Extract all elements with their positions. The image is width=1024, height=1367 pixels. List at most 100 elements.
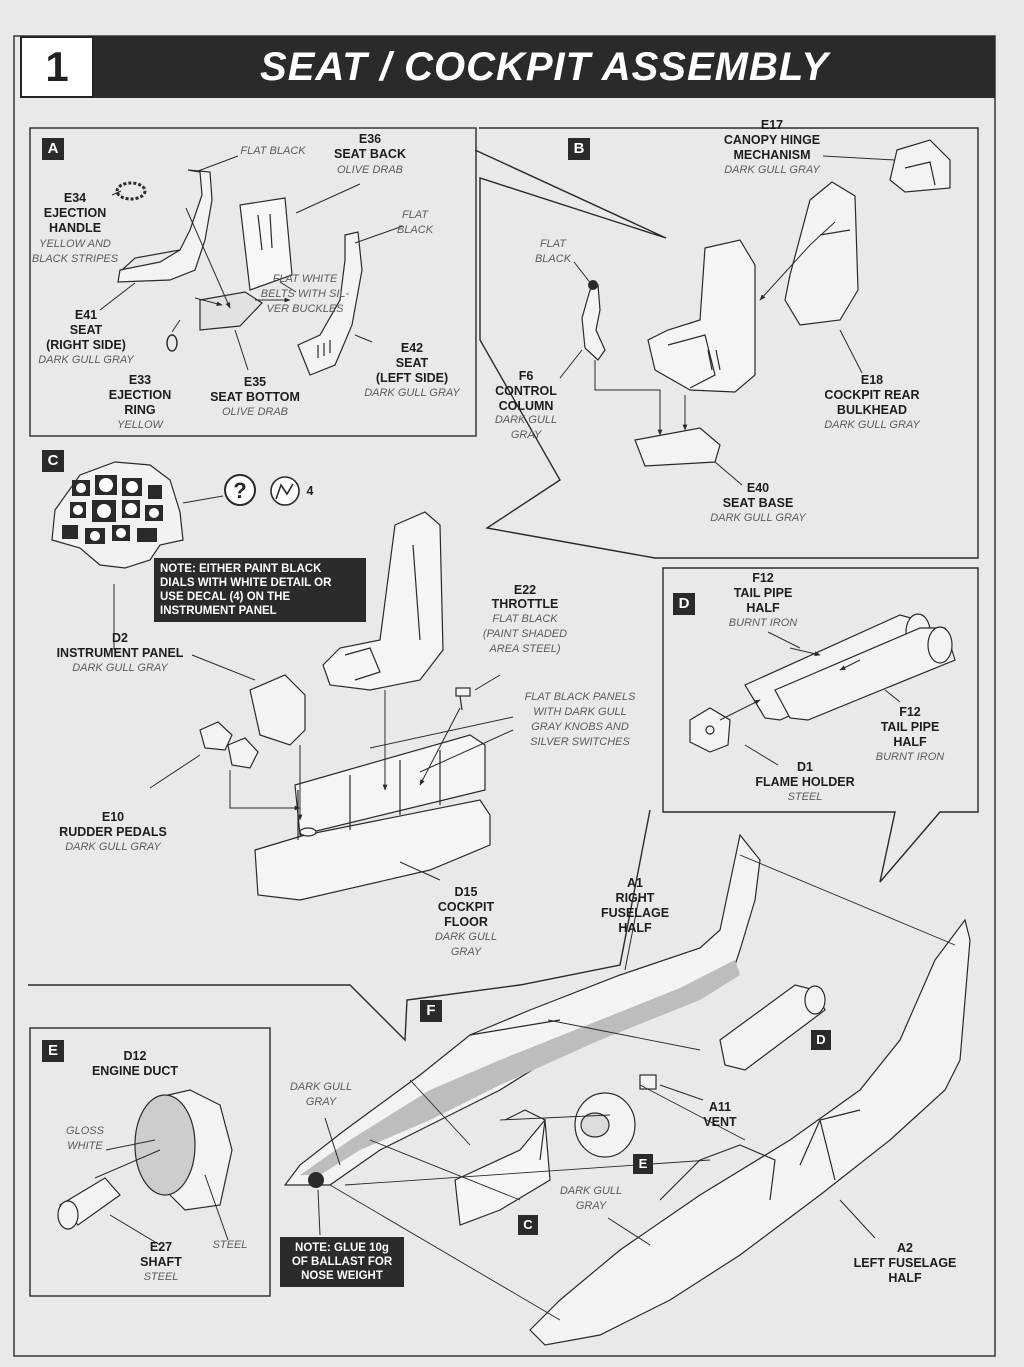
a11-part-name: VENT (703, 1115, 737, 1129)
e10-part-name: RUDDER PEDALS (59, 825, 167, 839)
e17-part-name: CANOPY HINGE MECHANISM (723, 133, 821, 162)
e18-part-name: COCKPIT REAR BULKHEAD (824, 388, 920, 417)
a11-part-id: A11 (708, 1100, 732, 1114)
section-a-badge: A (42, 138, 64, 160)
seat-right-side-drawing (117, 169, 213, 283)
e40-color: DARK GULL GRAY (710, 512, 806, 524)
e34-color: YELLOW AND BLACK STRIPES (31, 238, 119, 265)
box-f-callout (28, 809, 651, 1042)
a-flat-black-label: FLAT BLACK (240, 145, 306, 157)
e42-color: DARK GULL GRAY (364, 387, 460, 399)
f12b-color: BURNT IRON (875, 751, 945, 763)
throttle-drawing (455, 687, 471, 711)
engine-duct-installed-drawing (574, 1092, 636, 1158)
section-c-badge: C (42, 450, 64, 472)
f12a-part-name: TAIL PIPE HALF (733, 586, 793, 615)
fuselage-interior-gray (300, 960, 740, 1175)
section-b-badge: B (568, 138, 590, 160)
section-f-badge: F (420, 1000, 442, 1022)
e10-color: DARK GULL GRAY (65, 841, 161, 853)
d2-color: DARK GULL GRAY (72, 662, 168, 674)
callout-e-badge: E (633, 1154, 653, 1174)
tail-pipe-lower-drawing (774, 626, 956, 721)
seat-bottom-drawing (199, 291, 263, 331)
e34-part-name: EJECTION HANDLE (43, 206, 107, 235)
panels-color-label: FLAT BLACK PANELS WITH DARK GULL GRAY KN… (524, 691, 636, 748)
e27-part-id: E27 (149, 1240, 173, 1254)
e33-part-name: EJECTION RING (108, 388, 172, 417)
instrument-panel-note: NOTE: EITHER PAINT BLACK DIALS WITH WHIT… (154, 558, 366, 622)
e-steel-label: STEEL (212, 1239, 248, 1251)
rear-bulkhead-drawing (784, 181, 859, 326)
e41-part-name: SEAT (RIGHT SIDE) (46, 323, 126, 352)
d2-part-id: D2 (112, 631, 128, 645)
seat-assembled-f-drawing (454, 1109, 551, 1226)
e35-color: OLIVE DRAB (221, 406, 289, 418)
box-e-frame (29, 1027, 271, 1297)
question-mark-glyph: ? (233, 478, 246, 503)
e41-part-id: E41 (74, 308, 98, 322)
d1-part-id: D1 (797, 760, 813, 774)
e42-part-name: SEAT (LEFT SIDE) (375, 356, 449, 385)
f-dgg2-label: DARK GULL GRAY (559, 1185, 623, 1212)
e34-part-id: E34 (63, 191, 87, 205)
step-number: 1 (20, 36, 94, 98)
f6-part-name: CONTROL COLUMN (495, 384, 557, 413)
seat-back-drawing (239, 197, 293, 291)
a-flat-black2-label: FLAT BLACK (396, 209, 434, 236)
b-flat-black-label: FLAT BLACK (534, 238, 572, 265)
box-d-frame (662, 567, 979, 883)
section-d-badge: D (673, 593, 695, 615)
e35-part-id: E35 (243, 375, 267, 389)
shaft-drawing (57, 1177, 121, 1230)
d15-part-id: D15 (454, 885, 478, 899)
callout-d-badge: D (811, 1030, 831, 1050)
f12a-part-id: F12 (752, 571, 774, 585)
seat-left-side-drawing (297, 231, 363, 376)
step-title: SEAT / COCKPIT ASSEMBLY (260, 45, 829, 89)
e42-part-id: E42 (400, 341, 424, 355)
e17-part-id: E17 (760, 118, 784, 132)
canopy-hinge-drawing (889, 139, 951, 193)
box-a-frame (29, 127, 477, 437)
f12b-part-id: F12 (899, 705, 921, 719)
rudder-pedals-drawing (199, 721, 259, 769)
page-border (13, 35, 996, 1357)
control-column-drawing (581, 283, 606, 361)
e41-color: DARK GULL GRAY (38, 354, 134, 366)
nose-ballast-dot (308, 1172, 324, 1188)
cockpit-floor-drawing (254, 734, 491, 901)
d1-color: STEEL (787, 791, 823, 803)
d2-part-name: INSTRUMENT PANEL (56, 646, 184, 660)
d15-color: DARK GULL GRAY (434, 931, 498, 958)
tail-pipe-installed-drawing (719, 984, 826, 1071)
f6-color: DARK GULL GRAY (494, 414, 558, 441)
d15-part-name: COCKPIT FLOOR (437, 900, 495, 929)
seat-assembled-c-drawing (322, 511, 444, 691)
e40-part-id: E40 (746, 481, 770, 495)
e33-color: YELLOW (117, 419, 163, 431)
vent-drawing (639, 1074, 657, 1090)
e22-color: FLAT BLACK (PAINT SHADED AREA STEEL) (482, 613, 568, 655)
d1-part-name: FLAME HOLDER (755, 775, 855, 789)
e33-part-id: E33 (128, 373, 152, 387)
f6-part-id: F6 (518, 369, 534, 383)
e22-part-name: THROTTLE (491, 597, 559, 611)
f12a-color: BURNT IRON (728, 617, 798, 629)
e18-part-id: E18 (860, 373, 884, 387)
e17-color: DARK GULL GRAY (724, 164, 820, 176)
d12-part-id: D12 (123, 1049, 147, 1063)
right-fuselage-half-drawing (283, 833, 761, 1186)
e36-part-id: E36 (358, 132, 382, 146)
e36-part-name: SEAT BACK (334, 147, 406, 161)
header-bar (94, 36, 995, 98)
box-b-frame (474, 127, 979, 559)
seat-base-drawing (634, 427, 721, 467)
section-e-badge: E (42, 1040, 64, 1062)
e18-color: DARK GULL GRAY (824, 419, 920, 431)
flame-holder-drawing (689, 707, 731, 753)
ejection-handle-drawing (115, 181, 147, 201)
instrument-panel-hood-drawing (249, 674, 306, 746)
